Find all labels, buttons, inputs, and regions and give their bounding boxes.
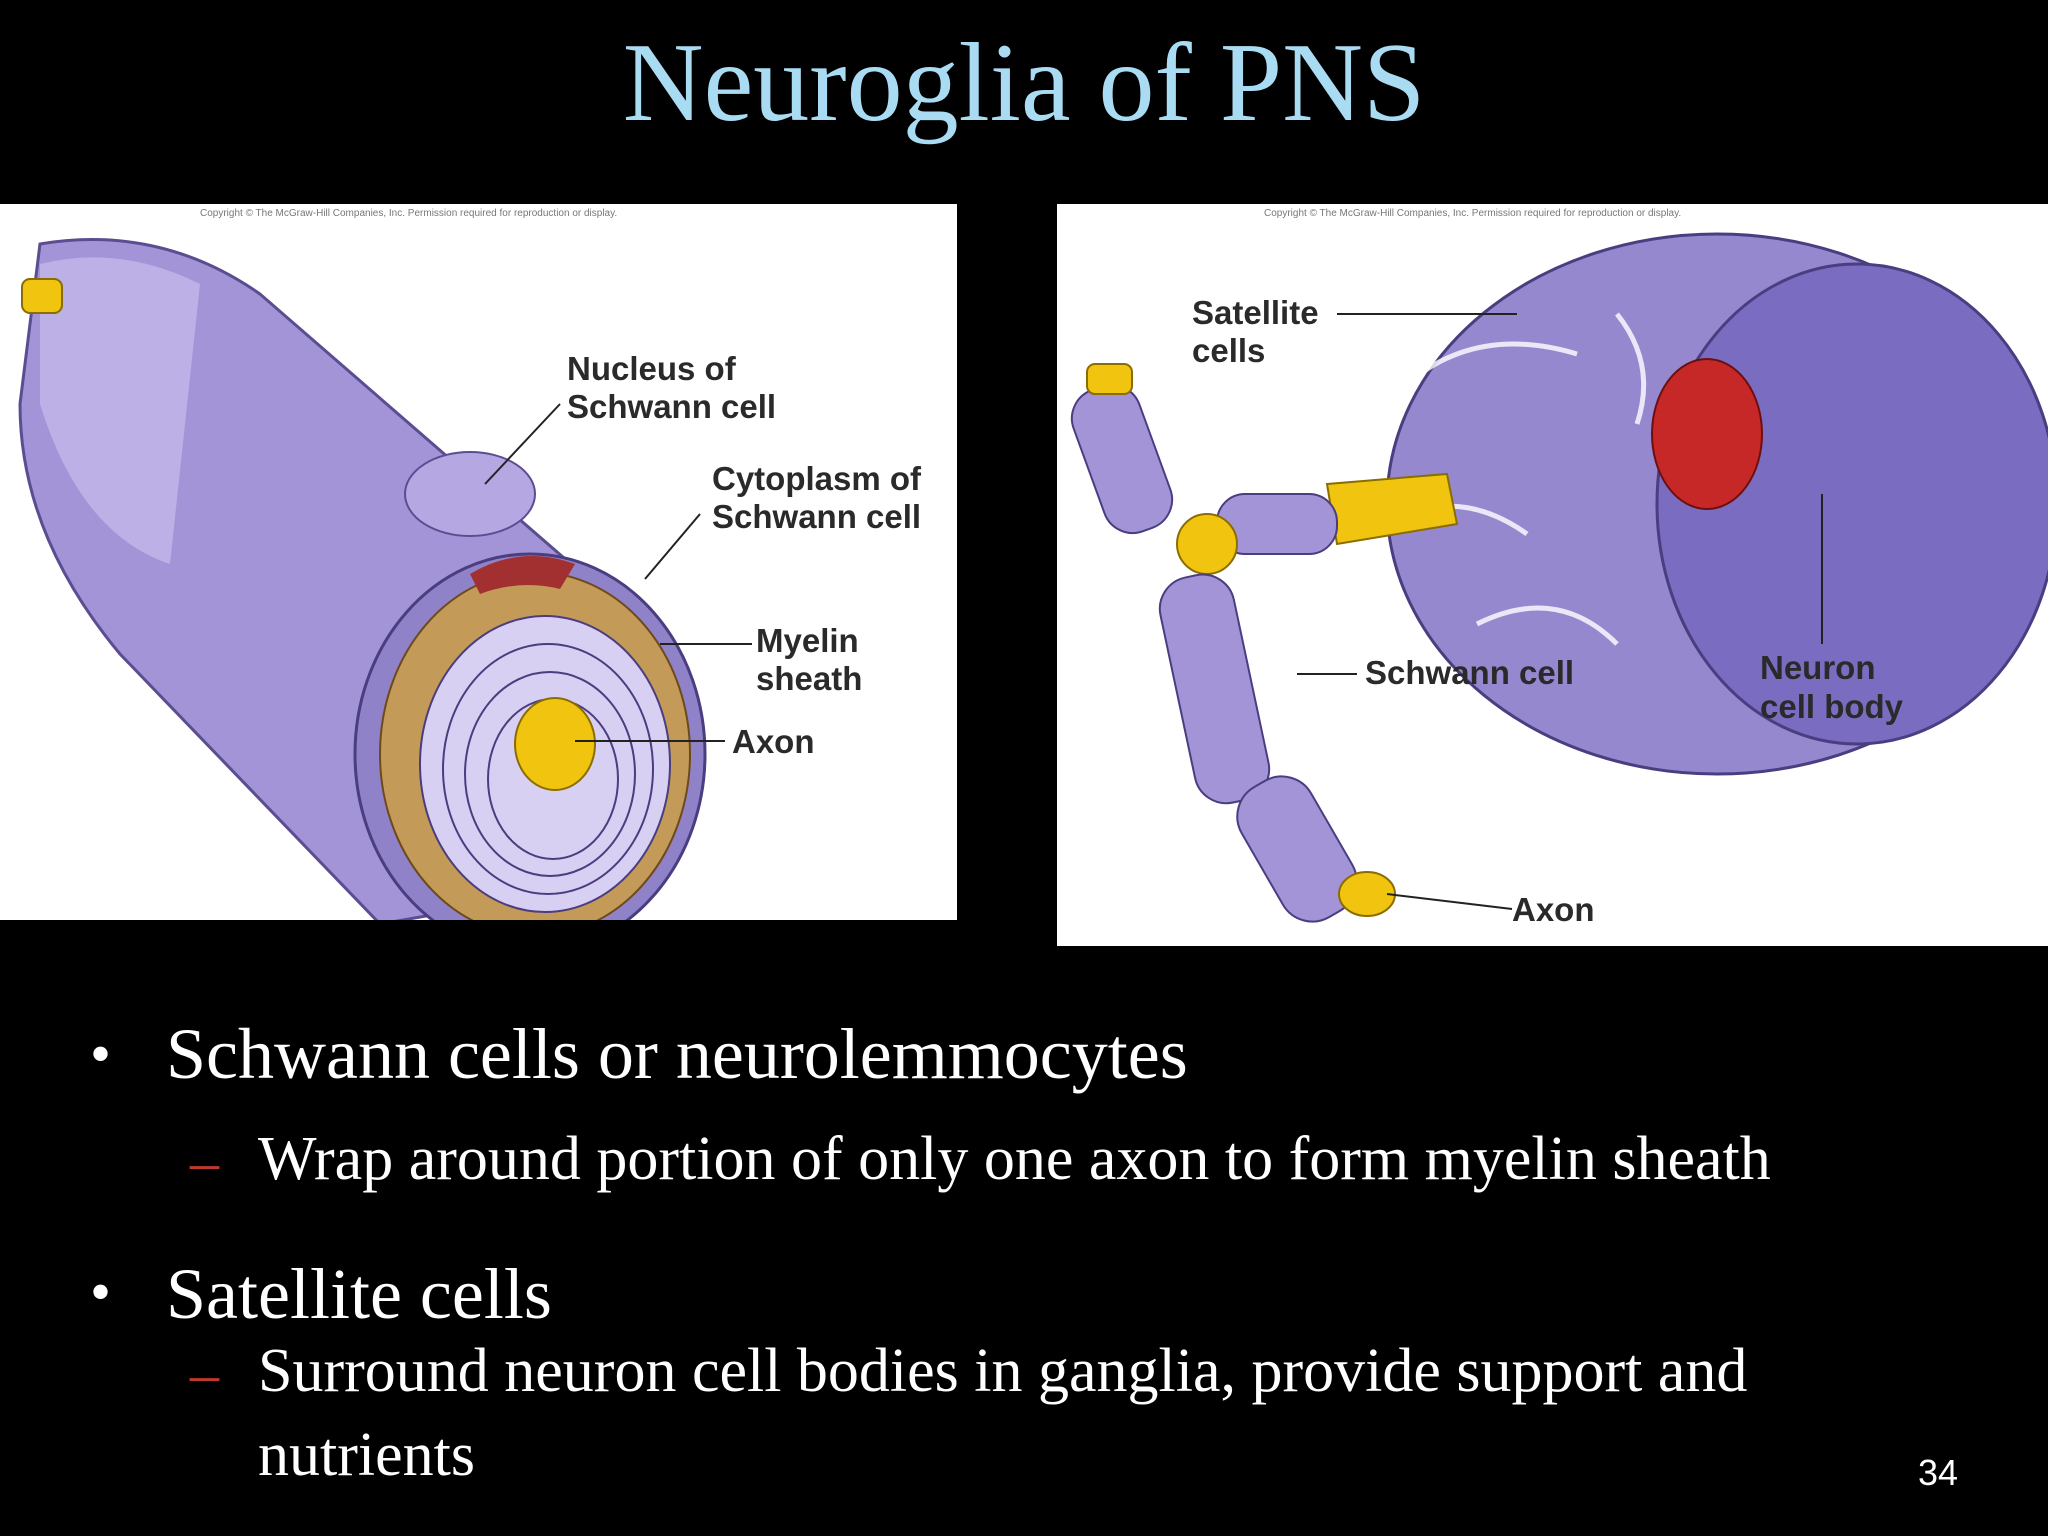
page-number: 34 [1917, 1452, 1958, 1493]
bullet-satellite: Satellite cells [166, 1254, 552, 1334]
sub-dash-1: – [190, 1129, 219, 1194]
nucleus-red [470, 556, 575, 594]
leader-nucleus [484, 403, 561, 485]
label-cytoplasm-line2: Schwann cell [712, 498, 921, 535]
leader-cytoplasm [644, 513, 701, 580]
right-figure-satellite-cells: Copyright © The McGraw-Hill Companies, I… [1057, 204, 2048, 946]
sub-bullet-satellite-line2: nutrients [258, 1421, 475, 1489]
satellite-cell-outlines [1385, 312, 1647, 646]
bullet-dot-1: • [90, 1021, 112, 1087]
neuron-cell-body [1655, 262, 2048, 746]
satellite-diagram: Copyright © The McGraw-Hill Companies, I… [1070, 208, 2048, 928]
left-copyright: Copyright © The McGraw-Hill Companies, I… [200, 208, 617, 219]
axon-cross-section [514, 697, 596, 791]
nucleus-bump [404, 451, 536, 537]
bullet-schwann: Schwann cells or neurolemmocytes [166, 1014, 1188, 1094]
myelin-ring-2 [442, 643, 654, 895]
label-nucleus-line1: Nucleus of [567, 350, 737, 387]
node-of-ranvier [1176, 513, 1238, 575]
axon-back-end [21, 278, 63, 314]
left-figure-myelin-sheath: Copyright © The McGraw-Hill Companies, I… [0, 204, 957, 920]
schwann-cell-shade [40, 257, 200, 564]
label-cytoplasm-line1: Cytoplasm of [712, 460, 922, 497]
label-neuron-line2: cell body [1760, 688, 1904, 725]
axon-top-end [1086, 363, 1133, 395]
label-myelin-line2: sheath [756, 660, 862, 697]
sub-bullet-schwann: Wrap around portion of only one axon to … [258, 1125, 1771, 1193]
label-axon: Axon [732, 723, 815, 760]
schwann-segment-top-left [1070, 384, 1174, 534]
sub-bullet-satellite-line1: Surround neuron cell bodies in ganglia, … [258, 1337, 1748, 1405]
myelin-diagram: Copyright © The McGraw-Hill Companies, I… [18, 208, 922, 920]
label-axon-right: Axon [1512, 891, 1595, 928]
bullet-dot-2: • [90, 1259, 112, 1325]
label-nucleus-line2: Schwann cell [567, 388, 776, 425]
myelin-ring-3 [464, 671, 636, 877]
leader-axon-right [1386, 893, 1513, 910]
axon-end-cross-section [1338, 871, 1396, 917]
label-satellite-line2: cells [1192, 332, 1265, 369]
neuron-nucleus [1651, 358, 1763, 510]
schwann-segment-middle [1158, 573, 1271, 805]
right-copyright: Copyright © The McGraw-Hill Companies, I… [1264, 208, 1681, 219]
label-neuron-line1: Neuron [1760, 649, 1876, 686]
schwann-segment-lower [1236, 775, 1358, 923]
label-satellite-line1: Satellite [1192, 294, 1319, 331]
label-schwann-cell: Schwann cell [1365, 654, 1574, 691]
sub-dash-2: – [190, 1341, 219, 1406]
slide-title: Neuroglia of PNS [622, 21, 1426, 145]
label-myelin-line1: Myelin [756, 622, 859, 659]
